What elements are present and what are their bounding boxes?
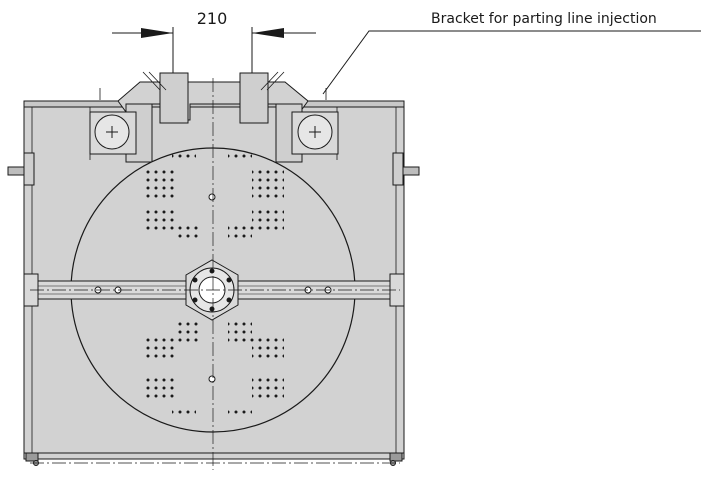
nozzle-brackets xyxy=(99,71,327,100)
arrowhead-left xyxy=(141,28,173,38)
callout-label: Bracket for parting line injection xyxy=(431,11,657,27)
left-clamp xyxy=(89,111,137,155)
dimension-label: 210 xyxy=(197,9,228,28)
centerlines xyxy=(30,78,400,470)
side-pins xyxy=(7,152,420,186)
hole-pattern xyxy=(144,152,284,414)
index-holes xyxy=(208,193,216,383)
dimension-210 xyxy=(112,27,316,73)
right-clamp xyxy=(291,111,339,155)
callout-leader xyxy=(322,30,701,95)
arrowhead-right xyxy=(252,28,284,38)
